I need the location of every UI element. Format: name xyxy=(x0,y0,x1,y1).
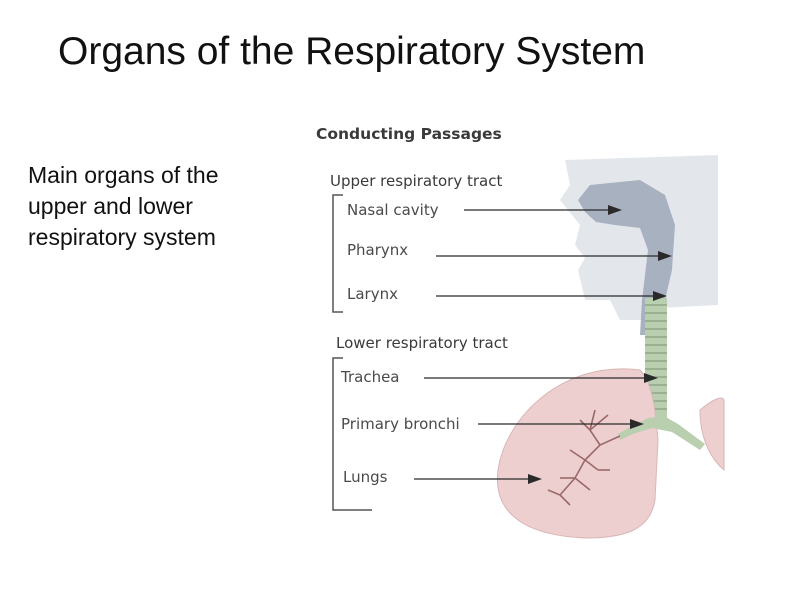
bronchial-tree xyxy=(547,409,621,506)
right-lung-edge xyxy=(699,397,725,472)
palate xyxy=(596,232,645,262)
body-line: respiratory system xyxy=(28,224,216,250)
label-trachea: Trachea xyxy=(340,368,400,386)
body-line: upper and lower xyxy=(28,193,193,219)
diagram-heading: Conducting Passages xyxy=(316,125,502,143)
upper-tract-bracket xyxy=(332,194,343,313)
lower-tract-bracket xyxy=(332,357,372,511)
upper-tract-label: Upper respiratory tract xyxy=(330,172,502,190)
label-lungs: Lungs xyxy=(343,468,388,486)
label-pharynx: Pharynx xyxy=(347,241,408,259)
body-line: Main organs of the xyxy=(28,162,219,188)
label-nasal-cavity: Nasal cavity xyxy=(347,201,439,219)
label-larynx: Larynx xyxy=(347,285,398,303)
head-tissue xyxy=(560,155,718,320)
lower-tract-label: Lower respiratory tract xyxy=(336,334,508,352)
pointer-arrows xyxy=(414,205,672,484)
left-lung-shape xyxy=(496,368,659,539)
label-primary-bronchi: Primary bronchi xyxy=(341,415,460,433)
slide-body-text: Main organs of the upper and lower respi… xyxy=(28,160,278,253)
slide-title: Organs of the Respiratory System xyxy=(58,30,646,73)
